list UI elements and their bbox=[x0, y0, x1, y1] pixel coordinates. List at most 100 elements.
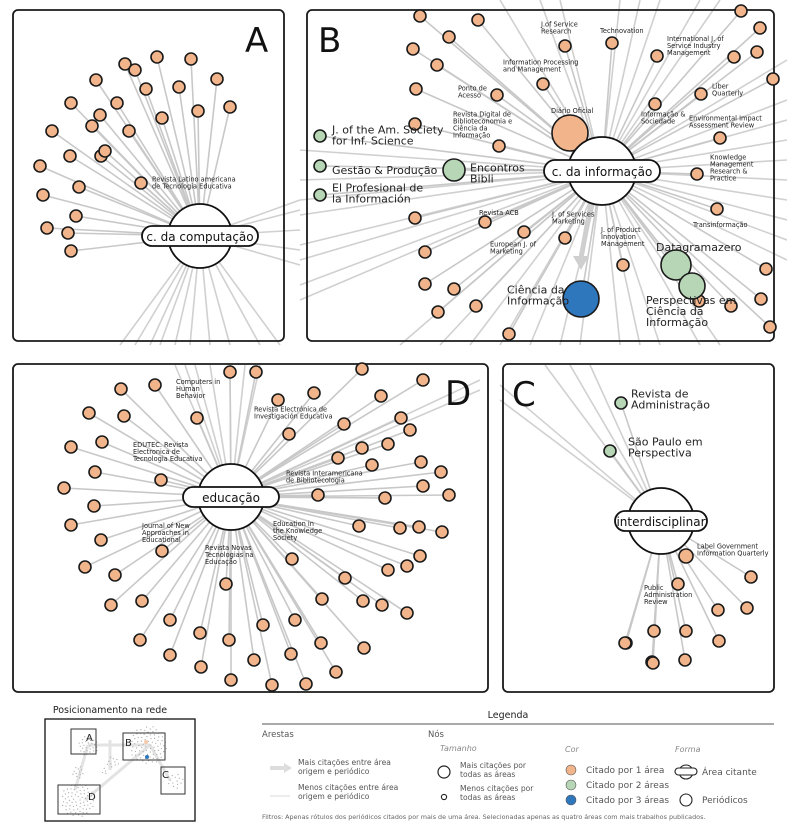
journal-node bbox=[744, 570, 758, 584]
journal-node bbox=[223, 100, 237, 114]
minimap-dot bbox=[140, 740, 142, 742]
hub-area-B: c. da informação bbox=[543, 136, 661, 206]
minimap-dot bbox=[112, 758, 114, 760]
minimap-box-C bbox=[160, 766, 186, 795]
journal-node bbox=[247, 653, 261, 667]
minimap-dot bbox=[139, 757, 142, 759]
hub-area-D: educação bbox=[182, 463, 280, 531]
journal-node bbox=[307, 386, 321, 400]
minimap-dot bbox=[153, 737, 156, 740]
journal-node bbox=[172, 80, 186, 94]
journal-node bbox=[409, 82, 423, 96]
journal-node bbox=[271, 393, 285, 407]
journal-node bbox=[442, 30, 456, 44]
minimap-dot bbox=[144, 729, 146, 731]
minimap-dot bbox=[71, 792, 73, 794]
journal-node bbox=[724, 299, 738, 313]
legend-filter-note: Filtros: Apenas rótulos dos periódicos c… bbox=[262, 813, 705, 821]
minimap-dot bbox=[131, 750, 133, 752]
legend-nodes-heading: Nós bbox=[428, 729, 445, 740]
minimap-dot bbox=[141, 746, 143, 749]
journal-node bbox=[394, 411, 408, 425]
journal-node bbox=[408, 211, 422, 225]
journal-node bbox=[110, 96, 124, 110]
minimap-dot bbox=[79, 771, 81, 773]
minimap-dot bbox=[149, 744, 151, 746]
minimap-dot bbox=[76, 808, 79, 810]
minimap-dot bbox=[160, 756, 162, 758]
journal-node bbox=[442, 488, 456, 502]
minimap-dot bbox=[132, 746, 134, 748]
minimap-dot bbox=[69, 808, 71, 810]
minimap-dot bbox=[86, 750, 88, 752]
edge-line bbox=[299, 170, 603, 261]
minimap-dot bbox=[163, 751, 165, 753]
journal-node-circle bbox=[558, 39, 572, 53]
edge-line bbox=[601, 59, 787, 172]
journal-node-labeled: Gestão & Produção bbox=[313, 159, 438, 177]
panel-letter-A: A bbox=[245, 21, 268, 61]
journal-node bbox=[85, 119, 99, 133]
journal-node bbox=[89, 73, 103, 87]
minimap-dot bbox=[68, 799, 70, 801]
minimap-dot bbox=[83, 789, 85, 791]
legend-journal-shape-icon bbox=[679, 793, 693, 807]
minimap-dot bbox=[79, 745, 81, 747]
edge-line bbox=[469, 170, 603, 346]
journal-node bbox=[114, 382, 128, 396]
minimap-dot bbox=[75, 801, 77, 803]
journal-node bbox=[299, 677, 313, 691]
minimap-dot bbox=[76, 791, 78, 793]
minimap-dot bbox=[131, 754, 133, 756]
minimap-dot bbox=[143, 733, 145, 735]
journal-node bbox=[365, 458, 379, 472]
legend-color-label-2: Citado por 2 áreas bbox=[586, 781, 669, 791]
journal-node bbox=[117, 409, 131, 423]
journal-node bbox=[94, 533, 108, 547]
minimap-dot bbox=[96, 750, 98, 752]
minimap-dot bbox=[70, 788, 72, 790]
legend-title: Legenda bbox=[488, 710, 529, 721]
journal-label: Gestão & Produção bbox=[332, 164, 438, 177]
minimap-dot bbox=[137, 741, 139, 743]
journal-node bbox=[72, 180, 86, 194]
minimap-dot bbox=[81, 815, 83, 817]
journal-node-circle bbox=[671, 577, 685, 591]
minimap-dot bbox=[146, 726, 148, 728]
minimap-dot bbox=[101, 771, 104, 774]
minimap-dot bbox=[79, 777, 81, 779]
minimap-dot bbox=[137, 736, 139, 739]
minimap-dot bbox=[117, 763, 119, 765]
minimap-dot bbox=[136, 729, 138, 731]
minimap-dot bbox=[66, 788, 69, 790]
journal-node bbox=[163, 648, 177, 662]
journal-node bbox=[414, 455, 428, 469]
minimap-dot bbox=[131, 740, 133, 742]
journal-node bbox=[618, 636, 632, 650]
minimap-label-B: B bbox=[125, 738, 132, 749]
journal-node bbox=[331, 451, 345, 465]
journal-node bbox=[355, 362, 369, 376]
journal-node bbox=[469, 299, 483, 313]
journal-node bbox=[150, 50, 164, 64]
minimap-dot bbox=[155, 742, 157, 744]
minimap-dot bbox=[147, 731, 149, 733]
journal-node bbox=[69, 209, 83, 223]
minimap-dot bbox=[152, 731, 154, 733]
